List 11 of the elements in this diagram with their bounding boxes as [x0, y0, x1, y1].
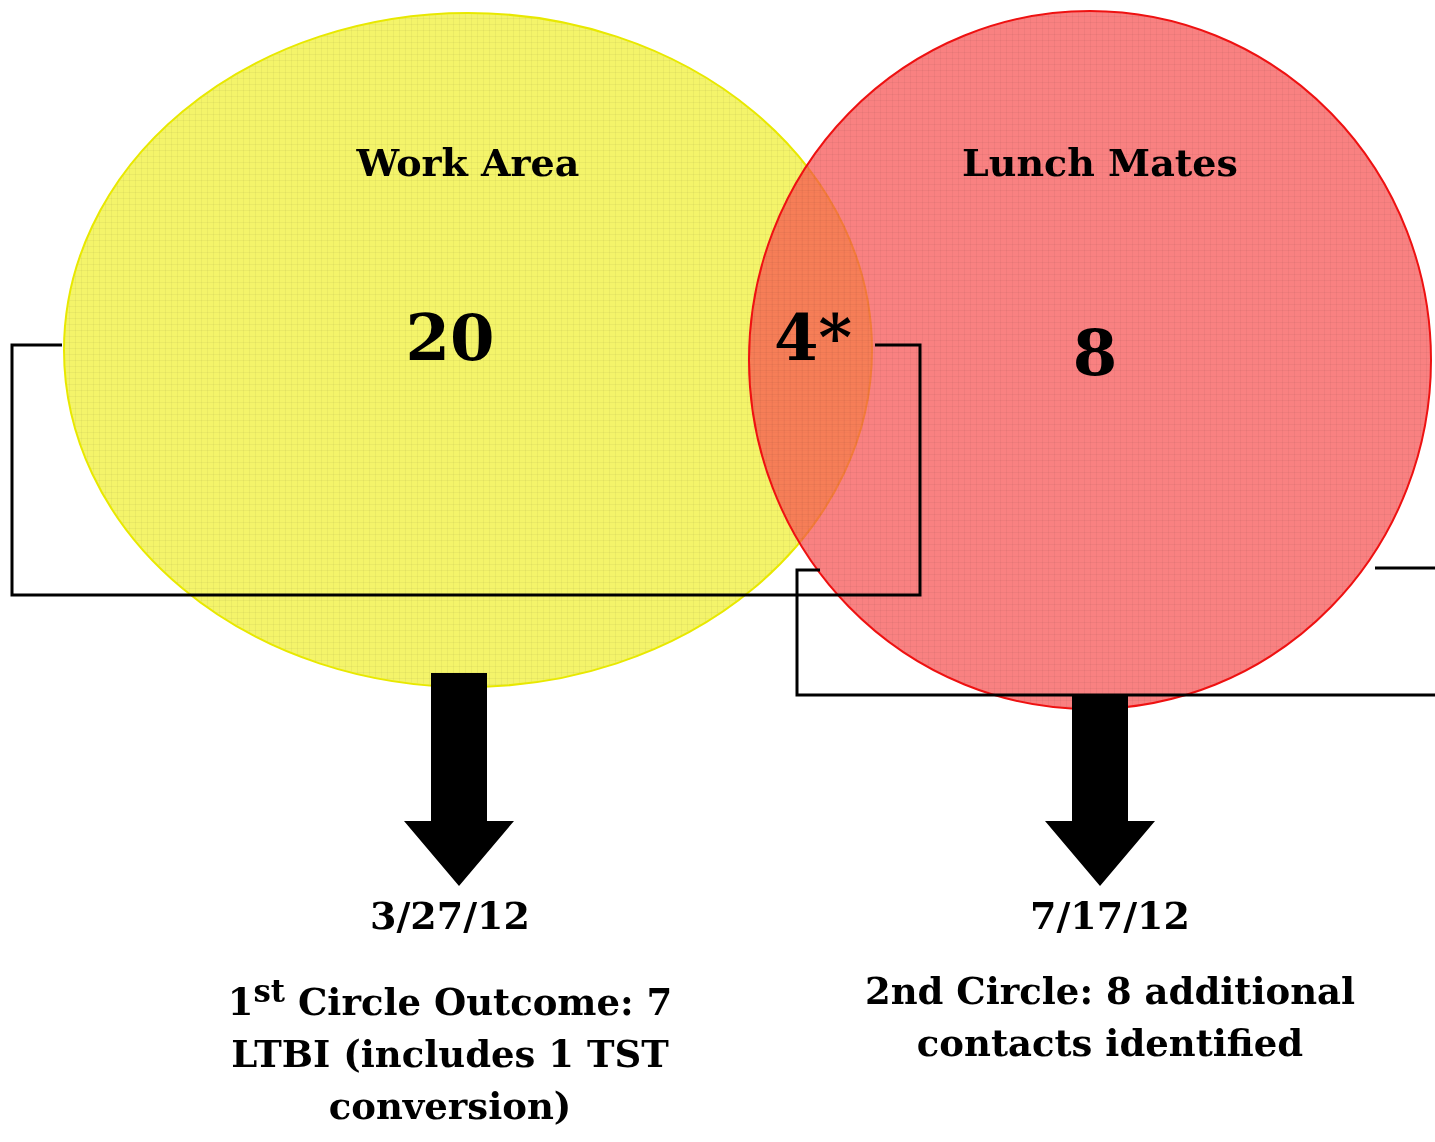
count-number: 8 [1071, 315, 1119, 390]
set-title: Lunch Mates [961, 140, 1239, 185]
outcome-text: 2nd Circle: 8 additional contacts identified [863, 968, 1357, 1067]
count-number: 20 [404, 300, 496, 375]
date-label: 7/17/12 [1029, 893, 1191, 938]
block-arrow [404, 673, 514, 886]
outcome-text: 1$^{st}$ Circle Outcome: 7 LTBI (includes 1 TST conversion) [226, 972, 674, 1131]
set-title: Work Area [355, 140, 581, 185]
block-arrow [1045, 695, 1155, 886]
date-label: 3/27/12 [369, 893, 531, 938]
count-number: 4* [773, 300, 853, 375]
